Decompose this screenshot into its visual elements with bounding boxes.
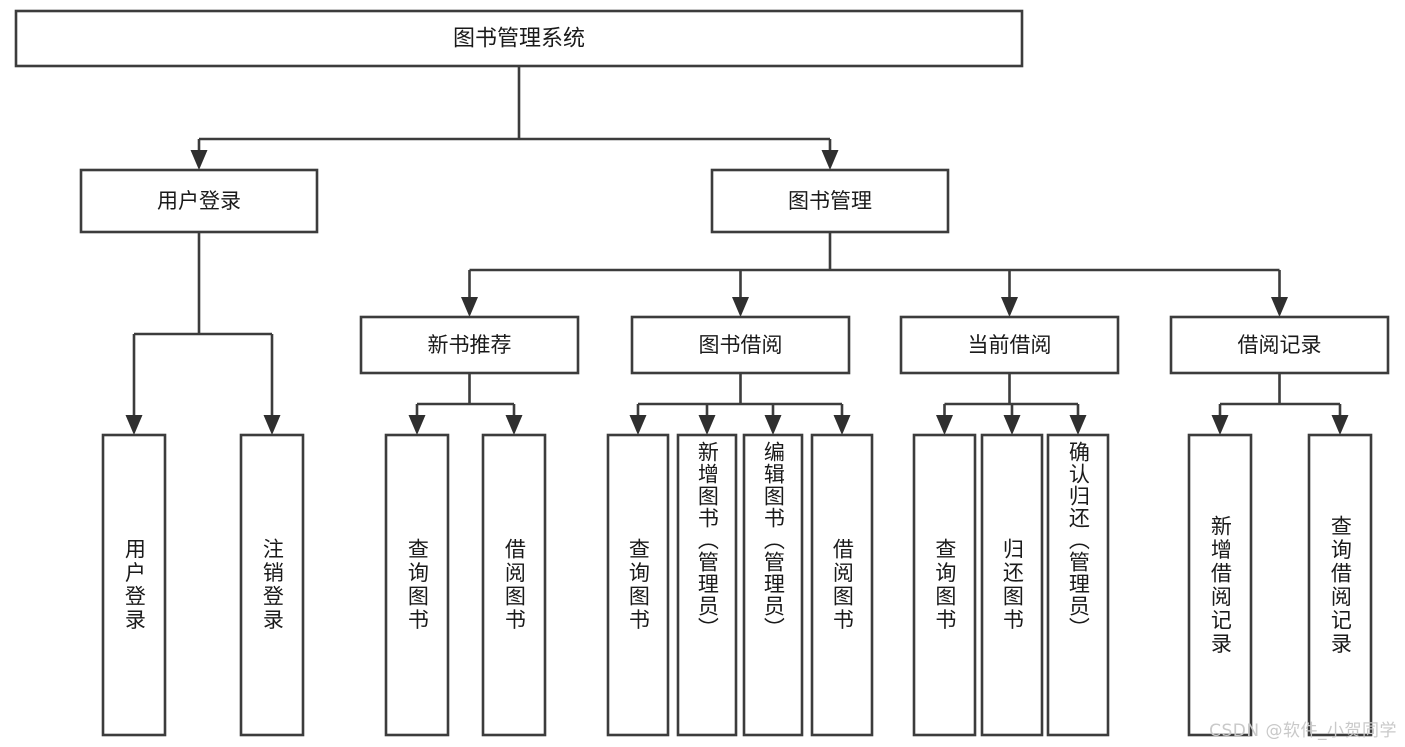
arrow-head-icon: [821, 150, 839, 170]
node-leaf-查询图书[interactable]: [606, 433, 670, 737]
arrow-head-icon: [1069, 415, 1087, 435]
arrow-head-icon: [833, 415, 851, 435]
node-leaf-借阅图书[interactable]: [810, 433, 874, 737]
arrow-head-icon: [1211, 415, 1229, 435]
node-label: 当前借阅: [968, 333, 1052, 357]
node-label: 图书管理系统: [453, 27, 585, 52]
node-root-图书管理系统[interactable]: [14, 9, 1024, 68]
node-level2-当前借阅[interactable]: [899, 315, 1120, 375]
node-leaf-查询借阅记录[interactable]: [1307, 433, 1373, 737]
arrow-head-icon: [461, 297, 478, 317]
node-leaf-新增借阅记录[interactable]: [1187, 433, 1253, 737]
boxes-layer: [14, 9, 1390, 737]
node-leaf-确认归还（管理员）[interactable]: [1046, 433, 1110, 737]
watermark: CSDN @软件_小贺同学: [1209, 721, 1397, 741]
node-leaf-新增图书（管理员）[interactable]: [676, 433, 738, 737]
node-label: 图书借阅: [699, 333, 783, 357]
node-level2-借阅记录[interactable]: [1169, 315, 1390, 375]
node-label: 用户登录: [157, 189, 241, 213]
node-leaf-归还图书[interactable]: [980, 433, 1044, 737]
arrow-head-icon: [408, 415, 426, 435]
arrow-head-icon: [698, 415, 716, 435]
arrow-head-icon: [190, 150, 208, 170]
arrow-head-icon: [1001, 297, 1018, 317]
node-leaf-查询图书[interactable]: [384, 433, 450, 737]
node-level2-新书推荐[interactable]: [359, 315, 580, 375]
node-label: 借阅记录: [1238, 333, 1322, 357]
connectors-layer: [125, 66, 1349, 435]
node-level1-用户登录[interactable]: [79, 168, 319, 234]
arrow-head-icon: [764, 415, 782, 435]
node-leaf-注销登录[interactable]: [239, 433, 305, 737]
arrow-head-icon: [505, 415, 523, 435]
node-leaf-编辑图书（管理员）[interactable]: [742, 433, 804, 737]
node-leaf-借阅图书[interactable]: [481, 433, 547, 737]
node-level1-图书管理[interactable]: [710, 168, 950, 234]
arrow-head-icon: [263, 415, 281, 435]
arrow-head-icon: [1271, 297, 1288, 317]
node-leaf-查询图书[interactable]: [912, 433, 977, 737]
node-leaf-用户登录[interactable]: [101, 433, 167, 737]
arrow-head-icon: [1331, 415, 1349, 435]
arrow-head-icon: [1003, 415, 1021, 435]
node-level2-图书借阅[interactable]: [630, 315, 851, 375]
arrow-head-icon: [732, 297, 749, 317]
arrow-head-icon: [125, 415, 143, 435]
node-label: 图书管理: [788, 189, 872, 213]
arrow-head-icon: [629, 415, 647, 435]
arrow-head-icon: [936, 415, 953, 435]
node-label: 新书推荐: [428, 333, 512, 357]
